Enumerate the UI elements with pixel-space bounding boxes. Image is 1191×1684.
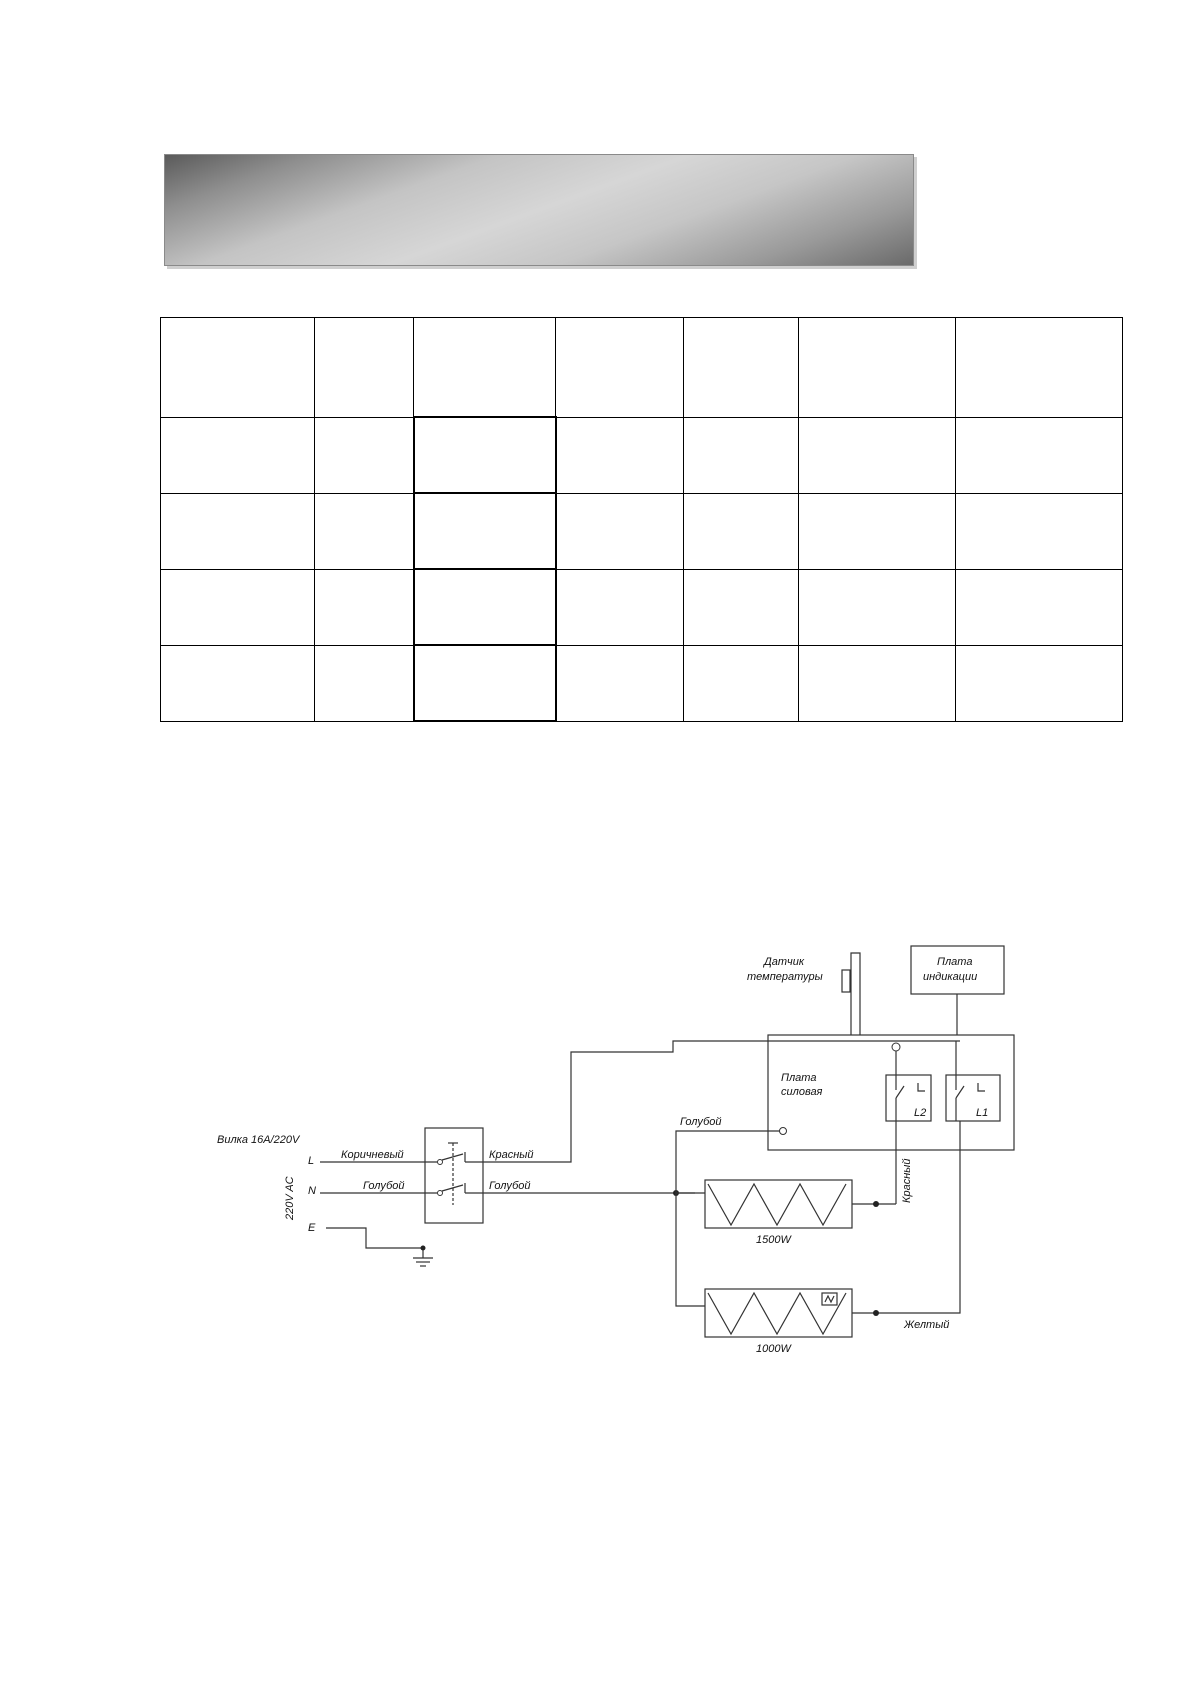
relay-l1-label: L1 <box>976 1107 988 1119</box>
wire-brown-label: Коричневый <box>341 1149 404 1161</box>
wire-yellow <box>852 1121 961 1314</box>
board-neutral-terminal <box>779 1127 787 1135</box>
heater-1000w <box>704 1288 853 1338</box>
table-cell <box>314 317 414 418</box>
relay-l1 <box>945 1074 1001 1122</box>
table-cell <box>798 568 956 646</box>
wire-blue-out-label: Голубой <box>489 1180 531 1192</box>
table-row <box>160 644 1123 722</box>
sensor-cable <box>850 952 861 1035</box>
table-cell <box>555 568 684 646</box>
table-row <box>160 568 1123 646</box>
heater-1500w <box>704 1179 853 1229</box>
table-cell <box>412 492 557 570</box>
display-board-line2: индикации <box>923 971 977 983</box>
spec-table <box>160 317 1123 722</box>
wire-blue-in-label: Голубой <box>363 1180 405 1192</box>
table-cell <box>955 416 1123 494</box>
terminal-e-label: E <box>308 1222 316 1234</box>
wire-yellow-label: Желтый <box>903 1319 949 1331</box>
table-cell <box>160 416 315 494</box>
wire-neutral-heater2 <box>675 1193 705 1307</box>
wire-blue-board-label: Голубой <box>680 1116 722 1128</box>
sensor-label-line1: Датчик <box>762 956 805 968</box>
plug-label: Вилка 16А/220V <box>217 1134 301 1146</box>
terminal-l-label: L <box>308 1155 314 1167</box>
relay-l2 <box>885 1074 932 1122</box>
main-switch <box>424 1127 484 1224</box>
table-cell <box>555 492 684 570</box>
thermal-fuse-icon <box>821 1292 838 1306</box>
table-cell <box>955 568 1123 646</box>
voltage-label: 220V AC <box>284 1176 296 1221</box>
heater-coil-icon <box>707 1182 847 1227</box>
relay-contact-icon <box>895 1078 985 1121</box>
display-board <box>910 945 1005 995</box>
wire-red-out <box>465 1040 960 1163</box>
table-cell <box>555 644 684 722</box>
display-board-line1: Плата <box>937 956 972 968</box>
table-cell <box>412 568 557 646</box>
heater2-label: 1000W <box>756 1343 792 1355</box>
table-row <box>160 416 1123 494</box>
table-cell <box>160 644 315 722</box>
wire-blue-board <box>675 1130 780 1193</box>
switch-contacts-icon <box>437 1142 466 1205</box>
ground-icon <box>413 1257 433 1267</box>
table-cell <box>955 644 1123 722</box>
sensor-resistor-icon <box>841 969 851 993</box>
table-cell <box>798 317 956 418</box>
earth-junction <box>420 1245 426 1251</box>
terminal-n-label: N <box>308 1185 316 1197</box>
power-board-line1: Плата <box>781 1072 816 1084</box>
heater2-junction <box>873 1310 879 1316</box>
relay-l2-label: L2 <box>914 1107 926 1119</box>
wire-earth <box>326 1227 424 1258</box>
wire-red-relay-label: Красный <box>901 1159 913 1203</box>
table-cell <box>683 416 799 494</box>
sensor-label-line2: температуры <box>747 971 823 983</box>
table-cell <box>798 416 956 494</box>
table-cell <box>314 644 414 722</box>
table-cell <box>555 317 684 418</box>
table-cell <box>555 416 684 494</box>
power-board-line2: силовая <box>781 1086 823 1098</box>
heater1-junction <box>873 1201 879 1207</box>
table-cell <box>160 492 315 570</box>
table-cell <box>683 568 799 646</box>
power-board <box>767 1034 1015 1151</box>
wire-red-out-label: Красный <box>489 1149 533 1161</box>
table-cell <box>314 416 414 494</box>
table-cell <box>683 492 799 570</box>
heater1-label: 1500W <box>756 1234 792 1246</box>
table-cell <box>683 317 799 418</box>
table-cell <box>412 416 557 494</box>
table-cell <box>412 644 557 722</box>
header-banner <box>164 154 914 266</box>
table-row <box>160 492 1123 570</box>
table-header-row <box>160 317 1123 418</box>
heater-coil-icon <box>707 1291 847 1336</box>
table-cell <box>955 317 1123 418</box>
relay-common-terminal <box>891 1042 901 1052</box>
